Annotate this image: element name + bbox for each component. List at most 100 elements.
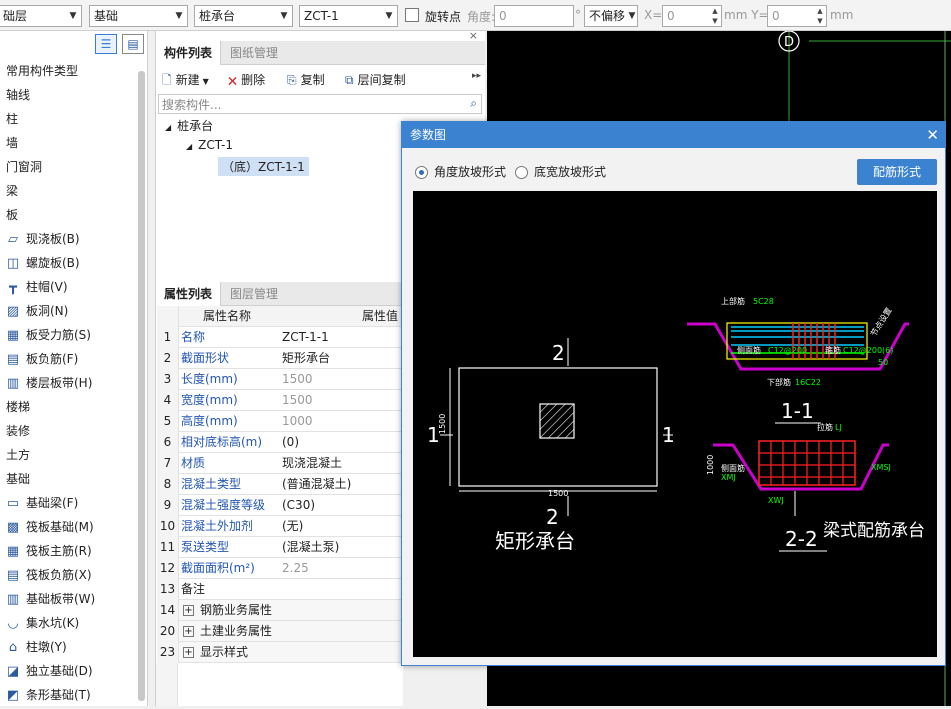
property-value[interactable]: 现浇混凝土 <box>282 456 343 470</box>
sidebar-item-24[interactable]: ⌂柱墩(Y) <box>0 635 147 659</box>
property-value[interactable]: 2.25 <box>282 561 309 575</box>
tile-view-icon[interactable]: ▤ <box>122 34 144 54</box>
property-value[interactable]: (普通混凝土) <box>282 477 352 491</box>
sidebar-item-4[interactable]: 门窗洞 <box>0 155 147 179</box>
tree-node-root[interactable]: ◢桩承台 <box>165 117 213 134</box>
sidebar-item-7[interactable]: ▱现浇板(B) <box>0 227 147 251</box>
sidebar-item-9[interactable]: ┳柱帽(V) <box>0 275 147 299</box>
delete-button[interactable]: 🗙删除 <box>228 71 265 92</box>
tab-component-list[interactable]: 构件列表 <box>156 41 222 65</box>
angle-slope-radio[interactable]: 角度放坡形式 <box>415 163 506 180</box>
angle-input[interactable]: 0 <box>494 5 574 27</box>
component-type-select[interactable]: 桩承台▼ <box>194 5 293 27</box>
sidebar-item-13[interactable]: ▥楼层板带(H) <box>0 371 147 395</box>
tree-node-zct1[interactable]: ◢ZCT-1 <box>186 138 233 152</box>
property-value[interactable]: (C30) <box>282 498 316 512</box>
sidebar-item-2[interactable]: 柱 <box>0 107 147 131</box>
component-name-select[interactable]: ZCT-1▼ <box>299 5 398 27</box>
search-icon[interactable]: ⌕ <box>470 96 477 110</box>
property-value[interactable]: (混凝土泵) <box>282 540 340 554</box>
left-scrollbar[interactable] <box>138 71 145 701</box>
sidebar-item-1[interactable]: 轴线 <box>0 83 147 107</box>
property-value[interactable]: 1500 <box>282 393 313 407</box>
dim-1000-label: 1000 <box>706 455 715 475</box>
search-input[interactable]: 搜索构件...⌕ <box>158 94 482 114</box>
sidebar-item-23[interactable]: ◡集水坑(K) <box>0 611 147 635</box>
sidebar-item-6[interactable]: 板 <box>0 203 147 227</box>
sidebar-item-11[interactable]: ▦板受力筋(S) <box>0 323 147 347</box>
sidebar-item-25[interactable]: ◪独立基础(D) <box>0 659 147 683</box>
sidebar-item-12[interactable]: ▤板负筋(F) <box>0 347 147 371</box>
close-icon[interactable]: × <box>468 29 478 42</box>
sidebar-item-16[interactable]: 土方 <box>0 443 147 467</box>
sidebar-item-10[interactable]: ▨板洞(N) <box>0 299 147 323</box>
sidebar-item-26[interactable]: ◩条形基础(T) <box>0 683 147 706</box>
sidebar-item-21[interactable]: ▤筏板负筋(X) <box>0 563 147 587</box>
spinner-icon[interactable]: ▲▼ <box>712 7 718 25</box>
property-value[interactable]: 1000 <box>282 414 313 428</box>
component-actions: 🗋新建▼ 🗙删除 ⎘复制 ⧉层间复制 ▸▸ <box>156 67 485 93</box>
property-value[interactable]: 矩形承台 <box>282 351 331 365</box>
sidebar-item-0[interactable]: 常用构件类型 <box>0 59 147 83</box>
expand-plus-icon[interactable]: + <box>183 647 194 658</box>
sidebar-item-19[interactable]: ▩筏板基础(M) <box>0 515 147 539</box>
sidebar-item-17[interactable]: 基础 <box>0 467 147 491</box>
radio-checked-icon <box>415 166 428 179</box>
tab-property-list[interactable]: 属性列表 <box>156 282 222 306</box>
rotate-checkbox[interactable] <box>405 8 419 22</box>
rect-cap-caption: 矩形承台 <box>495 529 575 553</box>
group-row[interactable]: 20+土建业务属性 <box>157 621 403 642</box>
offset-value: 不偏移 <box>589 9 626 23</box>
close-icon[interactable]: ✕ <box>926 126 939 144</box>
expand-plus-icon[interactable]: + <box>183 626 194 637</box>
floor-select[interactable]: 础层▼ <box>0 5 82 27</box>
tab-layer-management[interactable]: 图层管理 <box>230 287 279 301</box>
property-value[interactable]: ZCT-1-1 <box>282 330 329 344</box>
spinner-icon[interactable]: ▲▼ <box>817 7 823 25</box>
sidebar-item-5[interactable]: 梁 <box>0 179 147 203</box>
expand-icon[interactable]: ◢ <box>165 123 172 132</box>
x-input[interactable]: 0▲▼ <box>662 5 722 27</box>
offset-select[interactable]: 不偏移▼ <box>584 5 638 27</box>
property-value[interactable]: 1500 <box>282 372 313 386</box>
width-slope-radio[interactable]: 底宽放坡形式 <box>515 163 606 180</box>
y-input[interactable]: 0▲▼ <box>767 5 827 27</box>
sidebar-item-8[interactable]: ◫螺旋板(B) <box>0 251 147 275</box>
sidebar-item-15[interactable]: 装修 <box>0 419 147 443</box>
property-value[interactable]: (0) <box>282 435 299 449</box>
more-icon[interactable]: ▸▸ <box>472 71 482 81</box>
floor-copy-button[interactable]: ⧉层间复制 <box>345 71 406 88</box>
property-table-header: 属性名称 属性值 <box>157 306 403 327</box>
sump-pit-icon: ◡ <box>7 616 19 631</box>
expand-plus-icon[interactable]: + <box>183 605 194 616</box>
new-button[interactable]: 🗋新建▼ <box>162 71 209 92</box>
sidebar-item-18[interactable]: ▭基础梁(F) <box>0 491 147 515</box>
tree-node-zct1-1[interactable]: （底）ZCT-1-1 <box>218 157 309 176</box>
property-value[interactable]: (无) <box>282 519 304 533</box>
group-row[interactable]: 14+钢筋业务属性 <box>157 600 403 621</box>
group-row[interactable]: 23+显示样式 <box>157 642 403 663</box>
category-select[interactable]: 基础▼ <box>89 5 188 27</box>
tab-drawing-management[interactable]: 图纸管理 <box>230 46 279 60</box>
sidebar-item-22[interactable]: ▥基础板带(W) <box>0 587 147 611</box>
sidebar-item-3[interactable]: 墙 <box>0 131 147 155</box>
sidebar-item-20[interactable]: ▦筏板主筋(R) <box>0 539 147 563</box>
rebar-form-button[interactable]: 配筋形式 <box>857 159 937 185</box>
expand-icon[interactable]: ◢ <box>186 142 193 151</box>
list-view-icon[interactable]: ☰ <box>95 34 117 54</box>
copy-button[interactable]: ⎘复制 <box>287 71 325 88</box>
sidebar-item-14[interactable]: 楼梯 <box>0 395 147 419</box>
